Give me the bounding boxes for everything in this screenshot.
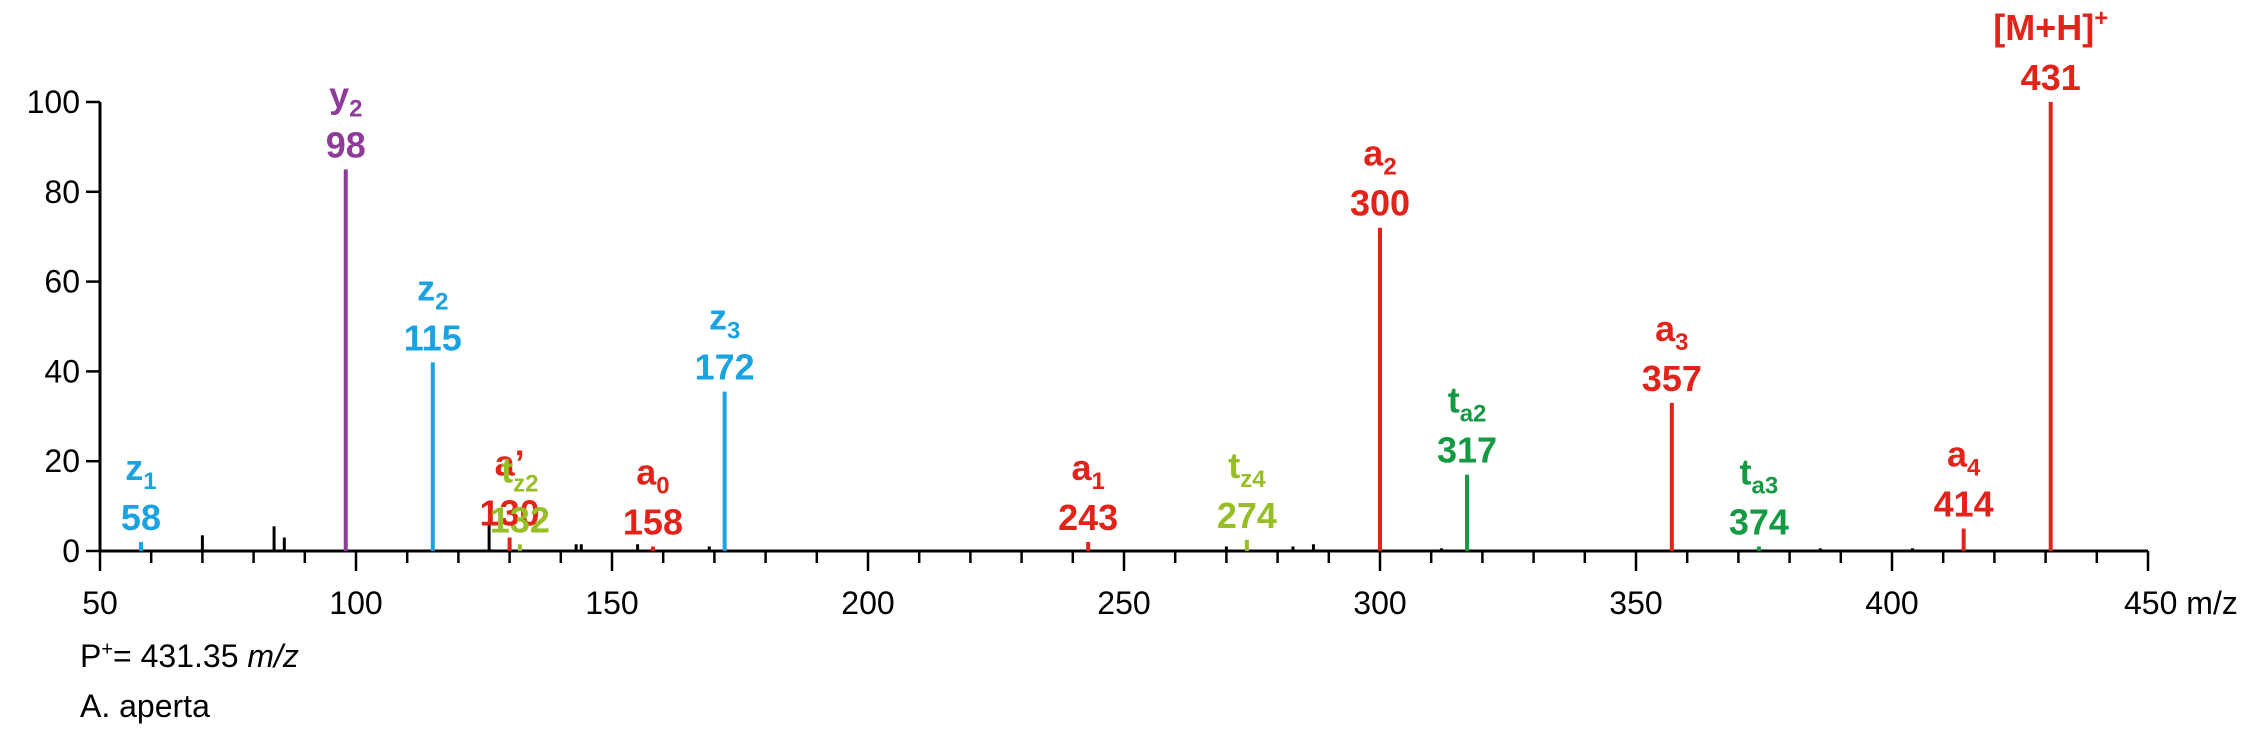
y-tick-label: 60 bbox=[44, 264, 80, 300]
peak-mz-label: 317 bbox=[1437, 430, 1497, 471]
peak-mz-label: 58 bbox=[121, 497, 161, 538]
peak-ion-label: a3 bbox=[1655, 308, 1688, 356]
x-tick-label: 450 m/z bbox=[2124, 585, 2238, 621]
x-tick-label: 50 bbox=[82, 585, 118, 621]
peak-ion-label: tz4 bbox=[1228, 445, 1266, 493]
peak-mz-label: 98 bbox=[326, 124, 366, 165]
peak-ion-label: a’ bbox=[495, 443, 525, 484]
y-tick-label: 0 bbox=[62, 533, 80, 569]
axes: 50 100 150 200 250 300 350 400 450 m/z 0 20 40 60 80 1… bbox=[27, 84, 2238, 621]
peak-mz-label: 172 bbox=[695, 347, 755, 388]
species-name: A. aperta bbox=[80, 688, 210, 724]
peak-mz-label: 414 bbox=[1934, 484, 1994, 525]
x-tick-label: 300 bbox=[1353, 585, 1406, 621]
peak-mz-label: 357 bbox=[1642, 358, 1702, 399]
peak-ion-label: a1 bbox=[1071, 447, 1104, 495]
x-tick-label: 200 bbox=[841, 585, 894, 621]
peak-ion-label: ta3 bbox=[1740, 452, 1779, 500]
peak-ion-label: z1 bbox=[125, 447, 156, 495]
precursor-mass-note: P+= 431.35 m/z bbox=[80, 638, 299, 675]
precursor-value: = 431.35 bbox=[113, 638, 248, 674]
peak-mz-label: 431 bbox=[2021, 57, 2081, 98]
peak-mz-label: 274 bbox=[1217, 495, 1277, 536]
x-tick-label: 350 bbox=[1609, 585, 1662, 621]
precursor-charge: + bbox=[101, 638, 114, 661]
precursor-prefix: P bbox=[80, 638, 102, 674]
peak-mz-label: 132 bbox=[490, 499, 550, 540]
peak-ion-label: ta2 bbox=[1448, 380, 1487, 428]
peak-ion-label: tz2 bbox=[501, 449, 538, 497]
y-tick-label: 20 bbox=[44, 443, 80, 479]
peak-ion-label: [M+H]+ bbox=[1993, 5, 2108, 48]
peak-ion-label: z3 bbox=[709, 297, 740, 345]
y-tick-label: 80 bbox=[44, 174, 80, 210]
peak-ion-label: z2 bbox=[417, 267, 448, 315]
x-tick-label: 100 bbox=[329, 585, 382, 621]
y-tick-label: 100 bbox=[27, 84, 80, 120]
peak-mz-label: 130 bbox=[480, 493, 540, 534]
peak-ion-label: a4 bbox=[1947, 434, 1981, 482]
x-tick-label: 150 bbox=[585, 585, 638, 621]
peak-mz-label: 158 bbox=[623, 502, 683, 543]
peak-ion-label: y2 bbox=[329, 74, 362, 122]
peak-mz-label: 300 bbox=[1350, 183, 1410, 224]
precursor-unit: m/z bbox=[247, 638, 299, 674]
minor-peaks bbox=[200, 524, 1914, 551]
peak-ion-label: a0 bbox=[636, 452, 669, 500]
peak-mz-label: 115 bbox=[404, 317, 462, 358]
peak-mz-label: 243 bbox=[1058, 497, 1118, 538]
x-tick-label: 400 bbox=[1865, 585, 1918, 621]
x-tick-label: 250 bbox=[1097, 585, 1150, 621]
y-tick-label: 40 bbox=[44, 353, 80, 389]
peak-mz-label: 374 bbox=[1729, 502, 1789, 543]
peak-ion-label: a2 bbox=[1363, 133, 1396, 181]
